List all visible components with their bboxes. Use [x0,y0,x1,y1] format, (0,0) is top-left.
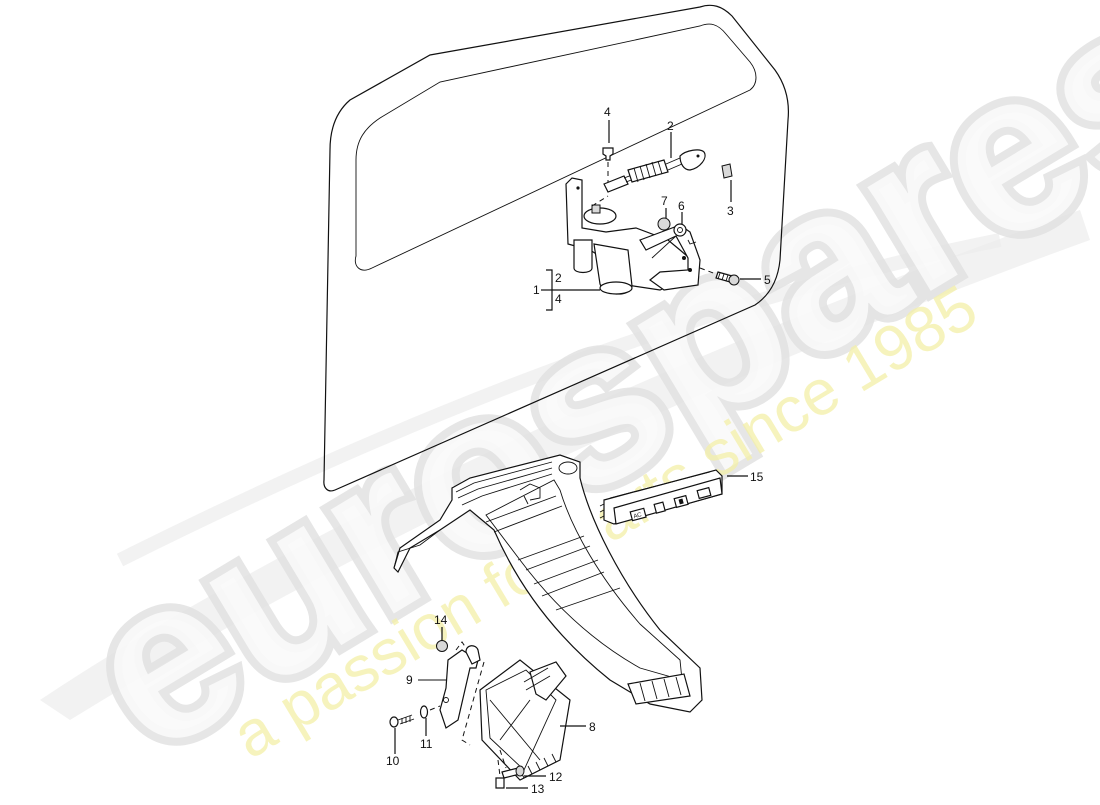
door-glass [323,4,790,492]
callout-labels: 4 2 3 7 6 5 1 2 4 15 14 9 11 10 8 12 13 [386,105,771,796]
part-8-switch-block [479,659,571,781]
callout-6[interactable]: 6 [678,199,685,213]
window-motor-assembly [565,177,701,295]
part-6-washer [673,223,697,245]
part-4-screw [602,147,614,182]
callout-5[interactable]: 5 [764,273,771,287]
watermark: eurospares eurospares a passion for part… [35,0,1100,805]
center-console [393,454,703,713]
switch-ac-label: AC [633,512,643,520]
part-2-cable-spring [591,149,706,207]
callout-11[interactable]: 11 [420,737,433,751]
part-15-switch-panel: AC [599,469,723,525]
part-10-screw [389,714,415,728]
callout-4[interactable]: 4 [604,105,611,119]
part-5-bolt [699,267,740,286]
callout-13[interactable]: 13 [531,782,545,796]
callout-leaders [394,120,761,789]
part-7-nut [657,217,671,231]
callout-12[interactable]: 12 [549,770,563,784]
part-3-clip [721,163,733,179]
callout-1-sub-2: 2 [555,271,562,285]
part-14-nut [436,640,448,652]
callout-8[interactable]: 8 [589,720,596,734]
callout-9[interactable]: 9 [406,673,413,687]
callout-10[interactable]: 10 [386,754,400,768]
part-9-bracket [439,641,485,746]
callout-3[interactable]: 3 [727,204,734,218]
part-13-washer [495,759,505,789]
callout-7[interactable]: 7 [661,194,668,208]
callout-2[interactable]: 2 [667,119,674,133]
callout-1-sub-4: 4 [555,292,562,306]
part-11-washer [419,705,441,719]
part-12-screw [499,749,525,779]
callout-14[interactable]: 14 [434,613,448,627]
callout-1[interactable]: 1 [533,283,540,297]
console-vent [627,673,691,705]
callout-15[interactable]: 15 [750,470,764,484]
watermark-brand-fill: eurospares [43,0,1100,800]
